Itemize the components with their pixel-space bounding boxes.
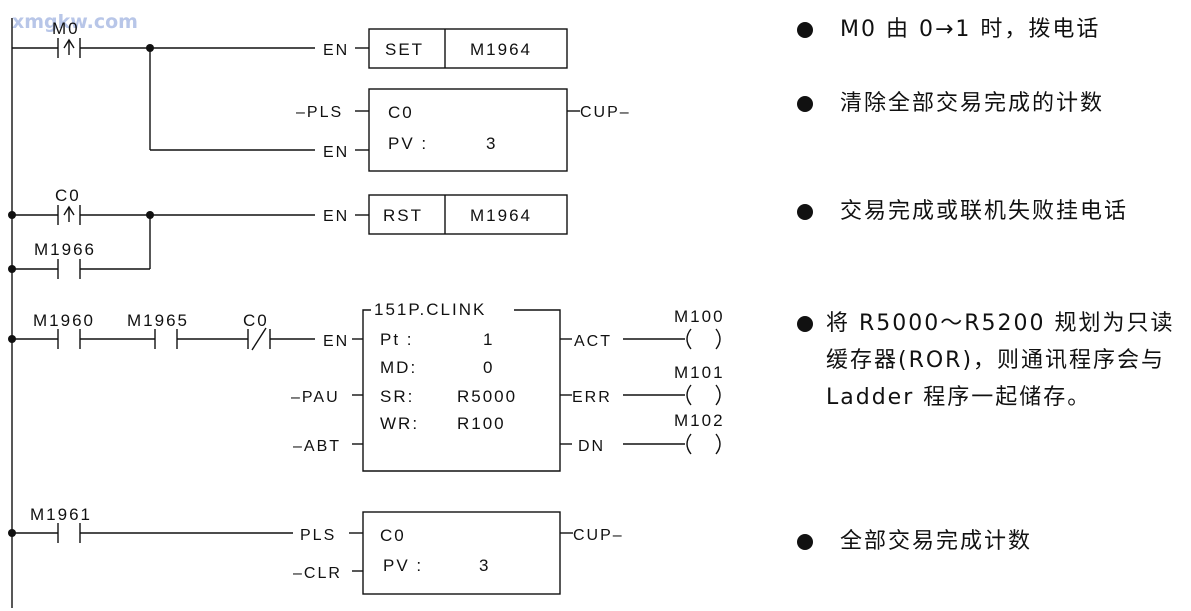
contact-label-m0: M0 [52, 19, 80, 38]
contact-m1960 [57, 329, 81, 349]
note-readonly-register: 将 R5000～R5200 规划为只读缓存器(ROR)，则通讯程序会与 Ladd… [826, 311, 1175, 410]
rst-op: RST [383, 206, 423, 225]
junction-dot [8, 211, 16, 219]
coil-label-m100: M100 [674, 307, 725, 326]
pin-pls: –PLS [296, 104, 343, 121]
coil-m101 [686, 384, 721, 406]
set-target: M1964 [470, 40, 532, 59]
counter-pv-label-2: PV : [383, 556, 423, 575]
rung-4: M1961 PLS –CLR C0 PV : 3 CUP– [8, 505, 624, 595]
note-total-count: 全部交易完成计数 [840, 529, 1033, 554]
pin-pau: –PAU [291, 389, 340, 406]
param-label-sr: SR: [380, 387, 414, 406]
rung-2: C0 EN RST M1964 M1966 [8, 186, 568, 279]
pin-act: ACT [574, 333, 612, 350]
pin-en: EN [323, 208, 349, 225]
param-label-wr: WR: [380, 414, 419, 433]
contact-c0-rising-edge [57, 205, 81, 225]
bullet-icon [797, 204, 813, 220]
pin-pls: PLS [300, 527, 336, 544]
counter-block [368, 88, 568, 172]
param-value-sr: R5000 [457, 387, 517, 406]
coil-label-m101: M101 [674, 363, 725, 382]
pin-cup: CUP– [573, 527, 624, 544]
coil-label-m102: M102 [674, 411, 725, 430]
contact-label-c0: C0 [55, 186, 81, 205]
contact-c0-normally-closed [247, 327, 271, 351]
pin-en: EN [323, 42, 349, 59]
note-hang-up: 交易完成或联机失败挂电话 [840, 199, 1129, 224]
param-label-md: MD: [380, 358, 417, 377]
pin-err: ERR [572, 389, 612, 406]
counter-pv-value: 3 [486, 134, 497, 153]
junction-dot [8, 529, 16, 537]
coil-m102 [686, 433, 721, 455]
rung-3: M1960 M1965 C0 EN –PAU –ABT 151P.CLINK P… [8, 300, 725, 472]
watermark-text: xmgkw.com [12, 11, 138, 33]
rst-target: M1964 [470, 206, 532, 225]
bullet-icon [797, 22, 813, 38]
pin-clr: –CLR [293, 565, 342, 582]
clink-title: 151P.CLINK [374, 300, 486, 319]
contact-label-m1961: M1961 [30, 505, 92, 524]
note-dial: M0 由 0→1 时，拨电话 [840, 17, 1101, 42]
contact-m1961 [57, 523, 81, 543]
rung-1: M0 EN SET M1964 –PLS EN C0 PV : 3 CUP– [12, 19, 631, 172]
contact-m1965 [154, 329, 178, 349]
contact-m1966 [57, 259, 81, 279]
counter-name: C0 [388, 103, 414, 122]
param-value-wr: R100 [457, 414, 506, 433]
contact-m0-rising-edge [57, 38, 81, 58]
counter-pv-label: PV : [388, 134, 428, 153]
rst-block [368, 194, 568, 235]
counter-name-2: C0 [380, 526, 406, 545]
junction-dot [8, 265, 16, 273]
set-block [368, 28, 568, 69]
contact-label-m1965: M1965 [127, 311, 189, 330]
counter-pv-value-2: 3 [479, 556, 490, 575]
junction-dot [8, 335, 16, 343]
contact-label-m1966: M1966 [34, 240, 96, 259]
clink-block [362, 309, 561, 472]
counter-block-2 [362, 511, 561, 595]
note-clear-count: 清除全部交易完成的计数 [840, 91, 1105, 116]
pin-dn: DN [578, 438, 605, 455]
contact-label-m1960: M1960 [33, 311, 95, 330]
set-op: SET [385, 40, 424, 59]
param-value-pt: 1 [483, 330, 494, 349]
pin-cup: CUP– [580, 104, 631, 121]
param-label-pt: Pt : [380, 330, 414, 349]
param-value-md: 0 [483, 358, 494, 377]
pin-en: EN [323, 333, 349, 350]
pin-abt: –ABT [293, 438, 341, 455]
bullet-icon [797, 316, 813, 332]
pin-en-2: EN [323, 144, 349, 161]
bullet-icon [797, 96, 813, 112]
coil-m100 [686, 328, 721, 350]
contact-label-c0-nc: C0 [243, 311, 269, 330]
bullet-icon [797, 534, 813, 550]
